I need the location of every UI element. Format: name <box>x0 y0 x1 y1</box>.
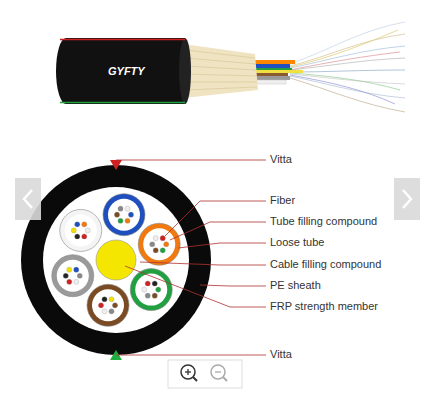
loose-tube <box>130 269 172 311</box>
part-label: FRP strength member <box>270 300 378 313</box>
cable-side-view <box>56 22 405 112</box>
part-label: PE sheath <box>270 279 321 292</box>
fiber <box>98 303 103 308</box>
fiber <box>145 293 150 298</box>
fiber <box>63 273 68 278</box>
fiber <box>118 218 123 223</box>
fiber <box>74 279 79 284</box>
fiber <box>160 236 165 241</box>
fiber <box>125 206 130 211</box>
fiber <box>156 287 161 292</box>
fiber <box>67 267 72 272</box>
part-label: Vitta <box>270 153 292 166</box>
fiber <box>142 287 147 292</box>
fiber <box>77 273 82 278</box>
fiber <box>153 236 158 241</box>
fiber <box>152 293 157 298</box>
fiber <box>145 281 150 286</box>
part-label: Cable filling compound <box>270 258 381 271</box>
fiber <box>153 248 158 253</box>
fiber <box>128 212 133 217</box>
loose-tube <box>52 255 94 297</box>
zoom-controls <box>168 360 242 388</box>
part-label: Tube filling compound <box>270 215 377 228</box>
part-label: Vitta <box>270 348 292 361</box>
fiber <box>109 297 114 302</box>
tube-filling <box>108 199 140 231</box>
loose-tube <box>103 194 145 236</box>
cable-cross-section <box>21 160 211 360</box>
fiber <box>102 309 107 314</box>
fiber <box>75 234 80 239</box>
fiber <box>150 242 155 247</box>
fiber <box>74 267 79 272</box>
carousel-arrow-right <box>394 178 420 220</box>
loose-tube <box>60 209 102 251</box>
fiber <box>109 309 114 314</box>
fiber <box>164 242 169 247</box>
tube-filling <box>65 214 97 246</box>
tube-filling <box>135 274 167 306</box>
fiber <box>82 234 87 239</box>
fiber <box>71 228 76 233</box>
fiber <box>85 228 90 233</box>
cable-marking: GYFTY <box>108 65 145 78</box>
part-label: Fiber <box>270 194 295 207</box>
fiber <box>67 279 72 284</box>
fiber <box>125 218 130 223</box>
tube-filling <box>57 260 89 292</box>
fiber <box>152 281 157 286</box>
fiber <box>82 222 87 227</box>
tube-filling <box>92 289 124 321</box>
carousel-arrow-left <box>15 178 41 220</box>
fiber <box>112 303 117 308</box>
leader-lines <box>116 160 266 355</box>
fiber <box>75 222 80 227</box>
fiber <box>102 297 107 302</box>
part-label: Loose tube <box>270 236 324 249</box>
fiber <box>114 212 119 217</box>
loose-tube <box>138 223 180 265</box>
tube-filling <box>143 228 175 260</box>
fiber <box>118 206 123 211</box>
fiber <box>160 248 165 253</box>
loose-tube <box>87 284 129 326</box>
